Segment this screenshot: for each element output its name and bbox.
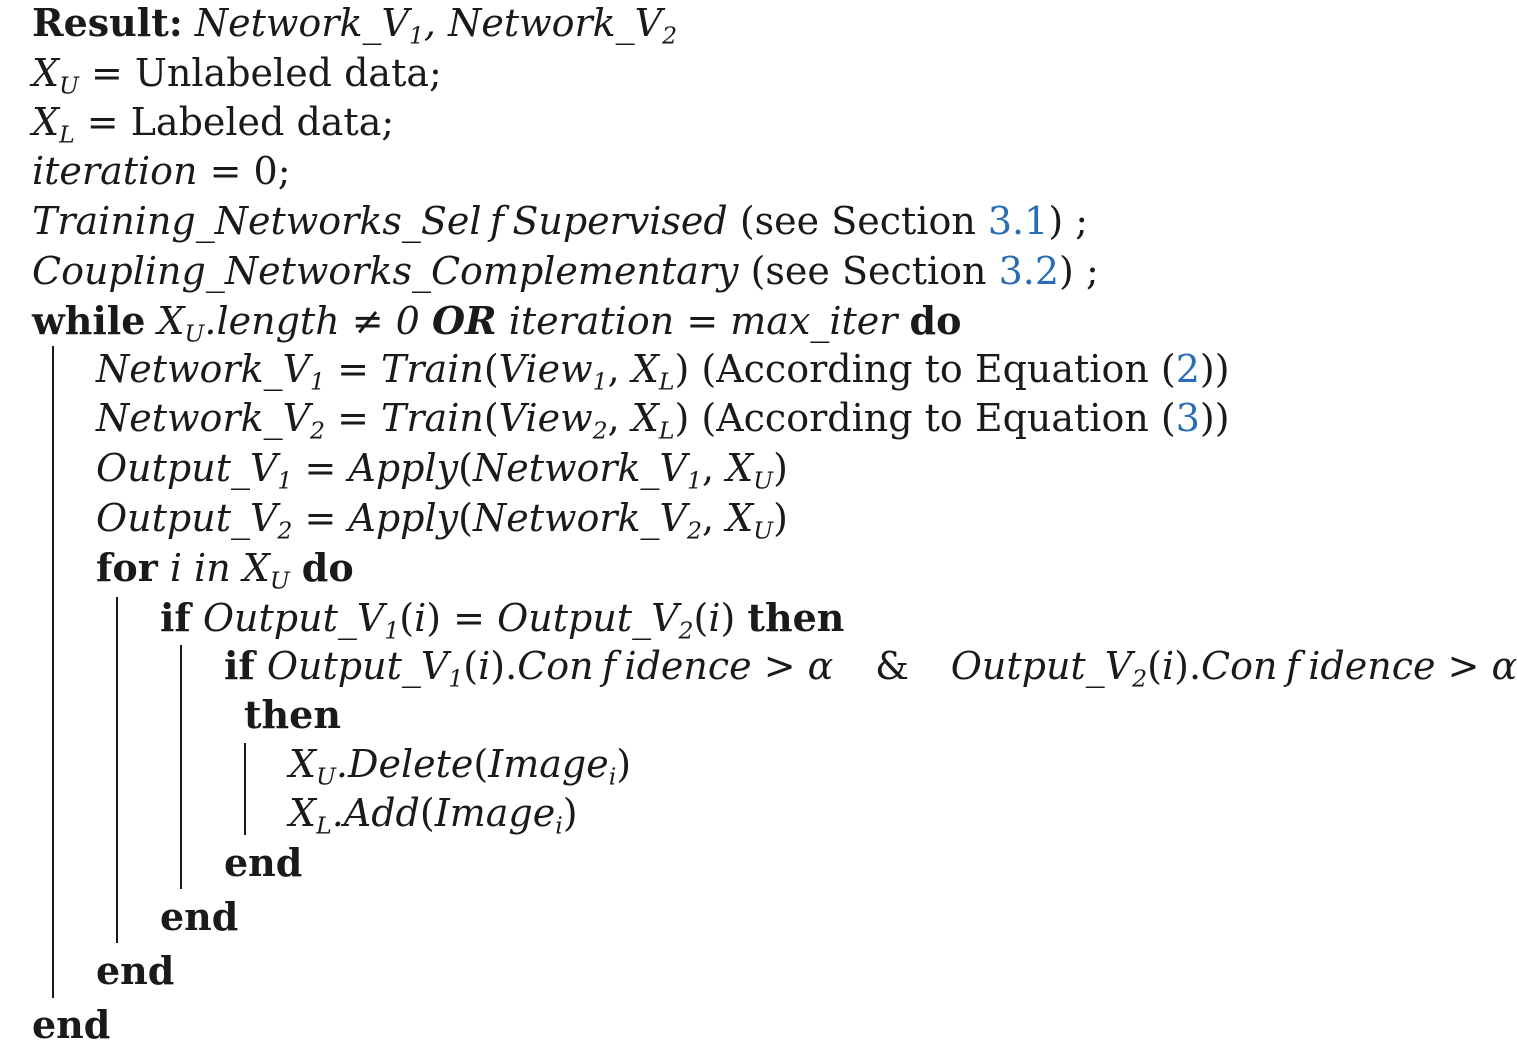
algo-line-network-v2: Network_V2 = Train(View2, XL) (According… xyxy=(96,396,1230,445)
if-inner-scope-bar xyxy=(244,743,246,835)
algo-if-outer-line: if Output_V1(i) = Output_V2(i) then xyxy=(160,595,845,645)
algo-line-network-v1: Network_V1 = Train(View1, XL) (According… xyxy=(96,347,1230,396)
algo-line-coupling: Coupling_Networks_Complementary (see Sec… xyxy=(32,249,1099,293)
algo-end-if-outer: end xyxy=(160,894,239,939)
algo-end-if-inner: end xyxy=(224,840,303,885)
if-outer-scope-bar xyxy=(180,645,182,889)
algo-line-xu: XU = Unlabeled data; xyxy=(32,51,442,100)
equation-ref-3[interactable]: 3 xyxy=(1175,396,1200,440)
for-scope-bar xyxy=(116,597,118,943)
algo-line-output-v2: Output_V2 = Apply(Network_V2, XU) xyxy=(96,496,788,545)
algo-end-while: end xyxy=(32,1002,111,1047)
algo-line-add: XL.Add(Imagei) xyxy=(289,791,578,840)
algo-result-line: Result: Network_V1, Network_V2 xyxy=(32,0,678,50)
equation-ref-2[interactable]: 2 xyxy=(1175,347,1200,391)
algo-line-output-v1: Output_V1 = Apply(Network_V1, XU) xyxy=(96,446,788,495)
algo-line-xl: XL = Labeled data; xyxy=(32,100,395,149)
algo-if-inner-then: then xyxy=(244,692,341,737)
algo-line-delete: XU.Delete(Imagei) xyxy=(289,742,632,791)
algo-while-line: while XU.length ≠ 0 OR iteration = max_i… xyxy=(32,298,962,348)
algo-end-for: end xyxy=(96,948,175,993)
section-ref-2[interactable]: 3.2 xyxy=(998,249,1060,293)
algo-line-iteration: iteration = 0; xyxy=(32,149,291,193)
algo-for-line: for i in XU do xyxy=(96,545,354,595)
while-scope-bar xyxy=(52,346,54,998)
section-ref-1[interactable]: 3.1 xyxy=(987,199,1049,243)
